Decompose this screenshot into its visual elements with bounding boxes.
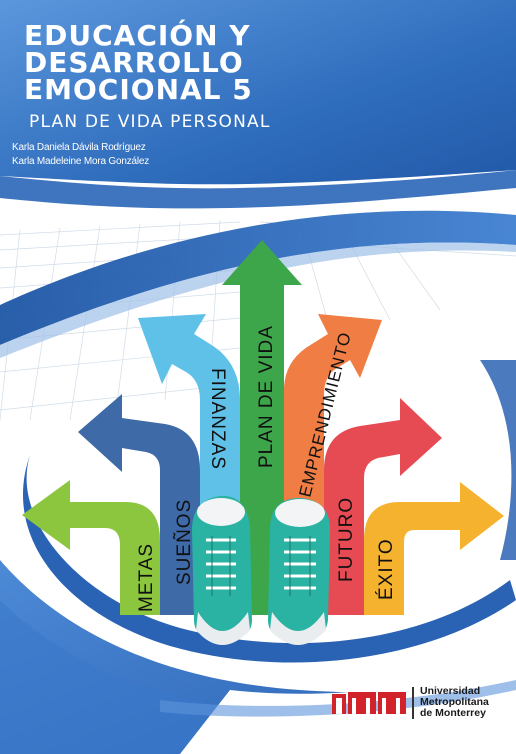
arrow-label-finanzas: FINANZAS — [207, 368, 228, 470]
publisher-line-2: Metropolitana — [420, 696, 489, 708]
book-title: EDUCACIÓN Y DESARROLLO EMOCIONAL 5 — [24, 19, 253, 106]
publisher-name: Universidad Metropolitana de Monterrey — [420, 686, 489, 719]
title-line-1: EDUCACIÓN Y — [24, 19, 251, 52]
arrow-label-suenos: SUEÑOS — [173, 499, 195, 585]
author-2: Karla Madeleine Mora González — [12, 156, 150, 167]
arrow-label-exito: ÉXITO — [376, 538, 397, 600]
arrow-label-metas: METAS — [136, 543, 157, 612]
right-sneaker-icon — [268, 498, 330, 645]
book-subtitle: PLAN DE VIDA PERSONAL — [29, 112, 271, 132]
logo-divider — [412, 686, 414, 719]
title-line-2: DESARROLLO — [24, 46, 244, 79]
publisher-line-1: Universidad — [420, 685, 481, 697]
title-line-3: EMOCIONAL 5 — [24, 73, 253, 106]
arrow-label-plan-de-vida: PLAN DE VIDA — [256, 325, 277, 468]
publisher-line-3: de Monterrey — [420, 707, 486, 719]
publisher-logo: Universidad Metropolitana de Monterrey — [332, 686, 489, 719]
arrow-metas — [22, 480, 160, 615]
arrow-futuro — [324, 398, 442, 615]
left-sneaker-icon — [192, 495, 252, 645]
umm-logo-mark — [332, 691, 406, 714]
arrow-exito — [364, 482, 504, 615]
arrow-suenos — [78, 394, 200, 615]
arrow-label-futuro: FUTURO — [336, 497, 357, 582]
author-1: Karla Daniela Dávila Rodríguez — [12, 142, 146, 153]
